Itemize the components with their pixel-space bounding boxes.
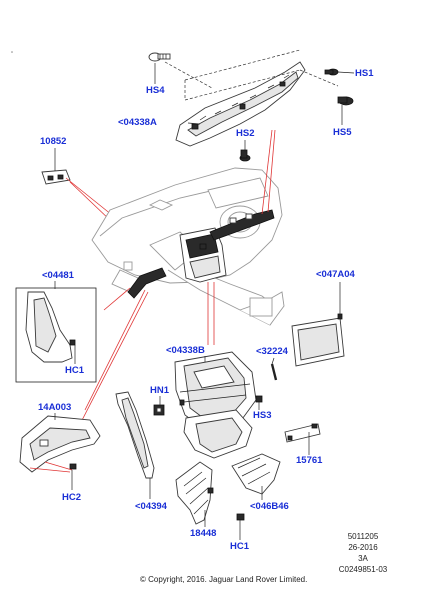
dashboard-outline [91, 167, 285, 326]
upper-bracket-assembly [175, 61, 306, 147]
leader-red [44, 461, 73, 471]
bracket-hn1 [153, 404, 165, 416]
inset-box-04481 [15, 287, 97, 383]
reference-illustration-number: C0249851-03 [338, 565, 388, 574]
sensor-10852 [41, 169, 71, 185]
callout-hc1-top[interactable]: HC1 [65, 365, 85, 376]
leader-red [29, 467, 71, 473]
callout-10852[interactable]: 10852 [40, 136, 67, 147]
leader-red [77, 291, 149, 429]
trim-strip-04394 [115, 391, 155, 479]
bolt-hs2 [239, 149, 251, 162]
callout-hs2[interactable]: HS2 [236, 128, 255, 139]
callout-04338a[interactable]: <04338A [118, 117, 157, 128]
vent-left [123, 261, 133, 271]
centre-console-stack [179, 227, 227, 283]
nut-hs5 [337, 96, 354, 106]
leader-hs1 [337, 71, 355, 74]
dash-bracket-right [209, 209, 275, 241]
callout-047a04[interactable]: <047A04 [316, 269, 355, 280]
clip-strip-15761 [284, 423, 321, 443]
leader-red [69, 181, 113, 223]
callout-046b46[interactable]: <046B46 [250, 501, 289, 512]
callout-18448[interactable]: 18448 [190, 528, 217, 539]
leader-32224 [271, 357, 275, 365]
leader-red [267, 129, 276, 213]
dash-bracket-left [127, 267, 167, 299]
reference-line [164, 61, 213, 89]
cover-046b46 [231, 453, 281, 495]
leader-red [84, 289, 146, 411]
callout-15761[interactable]: 15761 [296, 455, 323, 466]
panel-18448 [175, 461, 214, 525]
reference-date: 26-2016 [348, 543, 378, 552]
leader-red [65, 177, 113, 216]
callout-hc2[interactable]: HC2 [62, 492, 82, 503]
callout-hs3[interactable]: HS3 [253, 410, 272, 421]
callout-hs1[interactable]: HS1 [355, 68, 374, 79]
callout-hn1[interactable]: HN1 [150, 385, 170, 396]
reference-issue: 3A [358, 554, 368, 563]
callout-32224[interactable]: <32224 [256, 346, 288, 357]
callout-04394[interactable]: <04394 [135, 501, 167, 512]
reference-line [299, 69, 339, 87]
console-bracket-04338b [174, 351, 257, 431]
leader-04338a [187, 122, 201, 125]
stray-dot [11, 51, 13, 53]
display-047a04 [291, 313, 345, 367]
leader-red [103, 287, 131, 311]
lower-console-frame [183, 409, 253, 459]
reference-code: 5011205 [347, 532, 379, 541]
callout-04338b[interactable]: <04338B [166, 345, 205, 356]
rod-32224 [270, 363, 278, 381]
clip-hs1 [324, 68, 339, 76]
leader-red [261, 129, 273, 215]
callout-04481[interactable]: <04481 [42, 270, 74, 281]
copyright-notice: © Copyright, 2016. Jaguar Land Rover Lim… [140, 575, 308, 584]
screw-hs4 [148, 52, 171, 62]
callout-14a003[interactable]: 14A003 [38, 402, 72, 413]
clip-hc1-bottom [236, 513, 245, 521]
panel-14a003 [19, 415, 101, 473]
screw-hs3 [255, 395, 263, 403]
callout-hs4[interactable]: HS4 [146, 85, 165, 96]
callout-hc1-bottom[interactable]: HC1 [230, 541, 250, 552]
callout-hs5[interactable]: HS5 [333, 127, 352, 138]
